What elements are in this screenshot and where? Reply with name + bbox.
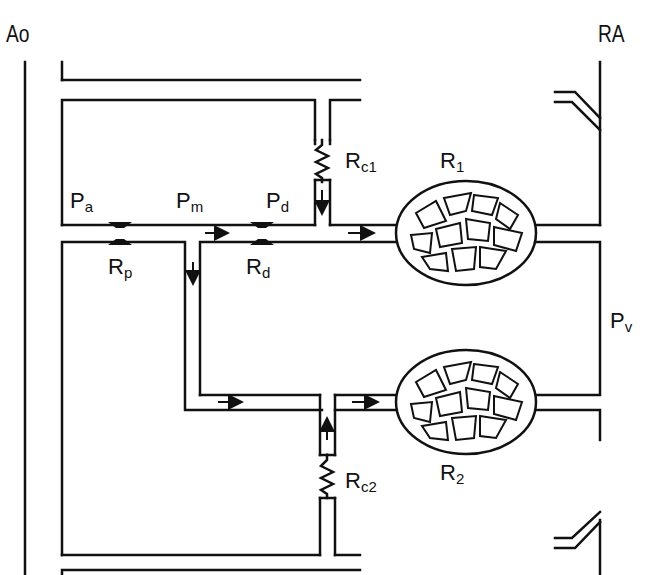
capillary-cell	[422, 253, 448, 271]
capillary-cell	[496, 372, 518, 398]
circuit-label: Pm	[176, 190, 203, 214]
capillary-cell	[466, 388, 490, 410]
capillary-cell	[422, 422, 448, 440]
capillary-cell	[436, 392, 462, 416]
capillary-cell	[444, 193, 471, 215]
circuit-label: R2	[440, 462, 464, 486]
circuit-label: Rc1	[345, 150, 377, 174]
capillary-cell	[416, 201, 446, 228]
capillary-cell	[436, 223, 462, 247]
capillary-cell	[472, 364, 498, 384]
capillary-cell	[480, 247, 506, 269]
circuit-label: Pv	[610, 310, 632, 334]
circuit-label: Rp	[108, 256, 132, 280]
circuit-label: Rd	[246, 256, 270, 280]
capillary-cell	[444, 362, 471, 384]
capillary-cell	[472, 195, 498, 215]
circuit-label: R1	[440, 150, 464, 174]
capillary-cell	[496, 203, 518, 229]
capillary-cell	[480, 416, 506, 438]
circuit-label: Pa	[70, 190, 93, 214]
chamber-label: Ao	[6, 22, 29, 46]
capillary-cell	[466, 219, 490, 241]
circuit-label: Rc2	[345, 470, 377, 494]
capillary-cell	[411, 402, 432, 422]
capillary-cell	[494, 227, 522, 251]
chamber-label: RA	[598, 22, 625, 46]
capillary-cell	[494, 396, 522, 420]
capillary-cell	[452, 247, 476, 271]
capillary-cell	[452, 416, 476, 440]
capillary-cell	[411, 233, 432, 253]
capillary-cell	[416, 370, 446, 397]
circuit-label: Pd	[266, 190, 289, 214]
